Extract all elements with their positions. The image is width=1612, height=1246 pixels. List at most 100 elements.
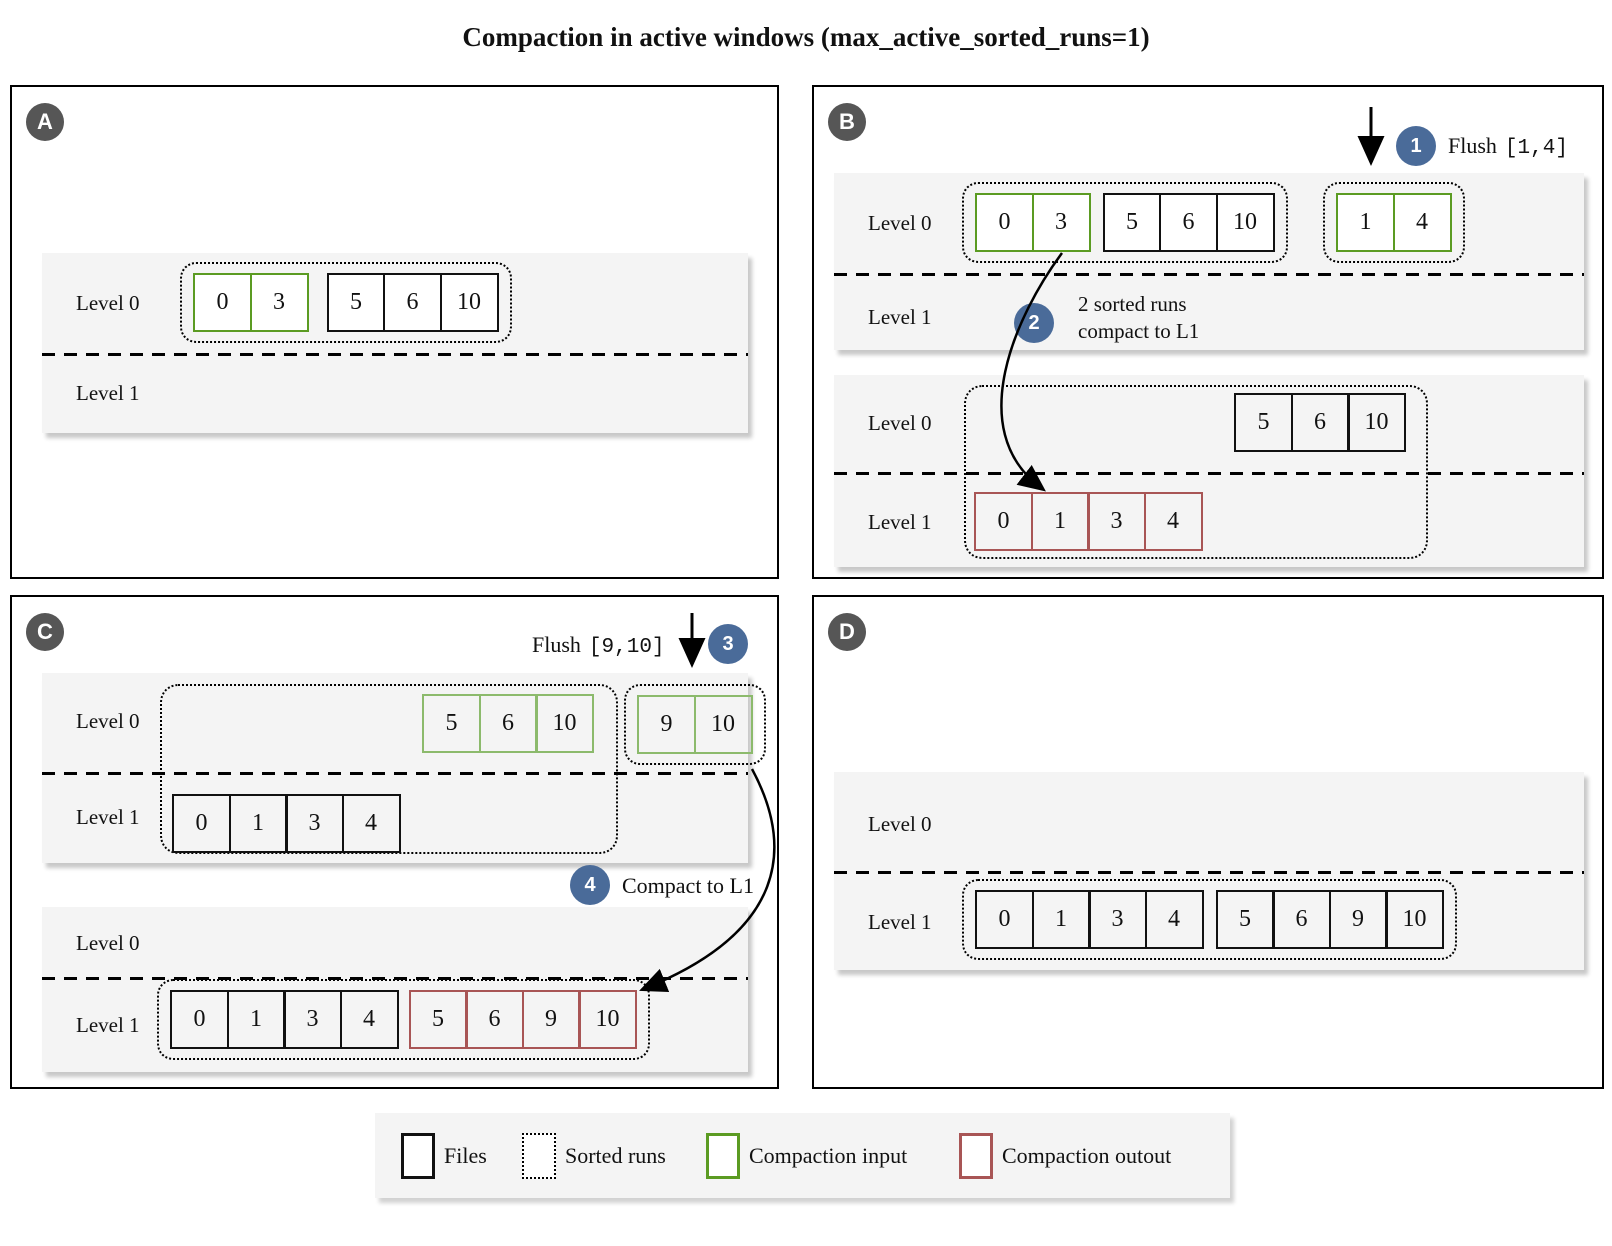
file-cell: 4 (341, 794, 401, 853)
flush-range: [1,4] (1504, 137, 1568, 160)
legend-item-compaction-output: Compaction outout (959, 1113, 1171, 1198)
level-0-label: Level 0 (868, 411, 932, 435)
legend: Files Sorted runs Compaction input Compa… (375, 1113, 1230, 1198)
compact-annotation: Compact to L1 (622, 873, 754, 898)
files-swatch (401, 1132, 435, 1179)
sorted-run-outline (964, 385, 1428, 559)
file-cell: 5 (408, 990, 468, 1049)
legend-label: Compaction outout (1002, 1142, 1172, 1168)
file-cell: 0 (172, 794, 231, 853)
file-cell: 4 (339, 990, 399, 1049)
file-cell: 1 (228, 794, 288, 853)
file-cell: 3 (1031, 193, 1091, 252)
panel-a-badge: A (26, 103, 64, 141)
level-1-label: Level 1 (868, 510, 932, 534)
level-divider (42, 977, 748, 980)
file-cell: 3 (1088, 890, 1147, 949)
flush-label: Flush (1448, 133, 1497, 158)
legend-item-compaction-input: Compaction input (706, 1113, 907, 1198)
level-0-label: Level 0 (76, 291, 140, 315)
level-1-label: Level 1 (868, 305, 932, 329)
file-cell: 1 (1031, 890, 1091, 949)
file-cell: 10 (1347, 393, 1406, 452)
file-cell: 9 (521, 990, 581, 1049)
file-cell: 0 (193, 273, 252, 332)
file-cell: 3 (1087, 492, 1146, 551)
file-cell: 0 (170, 990, 229, 1049)
compaction-input-swatch (706, 1132, 740, 1179)
step-4-badge: 4 (570, 865, 610, 905)
level-0-label: Level 0 (868, 211, 932, 235)
compact-annotation-line1: 2 sorted runs (1078, 292, 1187, 316)
step-1-badge: 1 (1396, 126, 1436, 166)
file-cell: 1 (1030, 492, 1090, 551)
step-2-badge: 2 (1014, 303, 1054, 343)
level-1-label: Level 1 (868, 910, 932, 934)
file-cell: 5 (1234, 393, 1293, 452)
file-cell: 1 (226, 990, 286, 1049)
file-cell: 5 (326, 273, 386, 332)
flush-label: Flush (532, 632, 581, 657)
file-cell: 3 (285, 794, 344, 853)
file-cell: 10 (693, 695, 753, 754)
file-cell: 6 (1272, 890, 1331, 949)
legend-item-files: Files (401, 1113, 487, 1198)
level-divider (834, 472, 1584, 475)
file-cell: 10 (578, 990, 637, 1049)
file-cell: 3 (249, 273, 309, 332)
file-cell: 6 (1159, 193, 1218, 252)
flush-annotation: Flush [1,4] (1448, 133, 1568, 160)
file-cell: 3 (283, 990, 342, 1049)
file-cell: 10 (1215, 193, 1275, 252)
legend-label: Sorted runs (565, 1142, 666, 1168)
legend-label: Files (444, 1142, 487, 1168)
compact-annotation: 2 sorted runs compact to L1 (1078, 291, 1199, 345)
compaction-output-swatch (959, 1132, 993, 1179)
file-cell: 6 (478, 694, 538, 753)
sorted-run-outline (160, 684, 618, 854)
flush-annotation: Flush[9,10] (532, 632, 665, 659)
flush-down-arrow-icon (1357, 107, 1385, 166)
file-cell: 0 (975, 193, 1034, 252)
page-title: Compaction in active windows (max_active… (462, 22, 1150, 52)
file-cell: 1 (1336, 193, 1395, 252)
panel-b-badge: B (828, 103, 866, 141)
file-cell: 10 (535, 694, 594, 753)
file-cell: 5 (422, 694, 481, 753)
level-0-label: Level 0 (868, 812, 932, 836)
panel-c-badge: C (26, 613, 64, 651)
file-cell: 6 (465, 990, 524, 1049)
file-cell: 10 (1385, 890, 1444, 949)
level-1-label: Level 1 (76, 381, 140, 405)
file-cell: 4 (1143, 492, 1203, 551)
file-cell: 4 (1144, 890, 1204, 949)
file-cell: 10 (439, 273, 499, 332)
step-3-badge: 3 (708, 624, 748, 664)
